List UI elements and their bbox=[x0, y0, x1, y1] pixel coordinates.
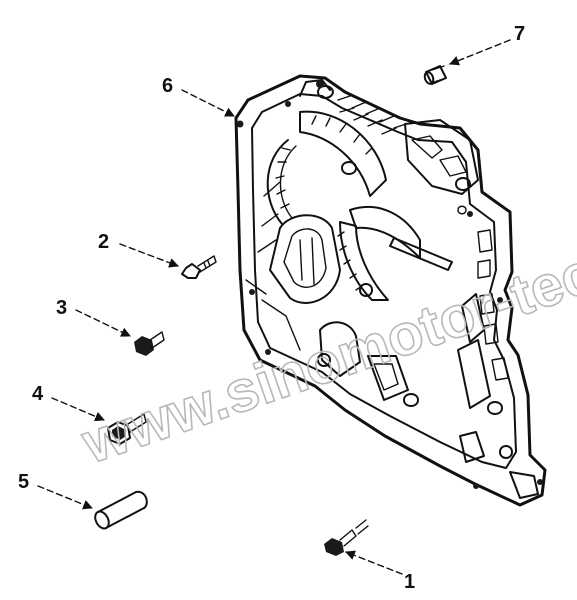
arrow-7 bbox=[449, 39, 511, 66]
dowel-pin-part-5 bbox=[94, 490, 148, 530]
bolt-part-4 bbox=[107, 413, 147, 445]
callout-6: 6 bbox=[162, 75, 173, 97]
arrow-4 bbox=[51, 397, 105, 422]
arrow-1 bbox=[345, 550, 403, 575]
arrow-2 bbox=[119, 243, 179, 268]
arrow-6 bbox=[181, 89, 235, 117]
arrow-5 bbox=[37, 485, 93, 510]
callout-1: 1 bbox=[404, 571, 415, 593]
arrow-3 bbox=[75, 309, 131, 337]
bolt-part-2 bbox=[181, 255, 217, 279]
callout-3: 3 bbox=[56, 297, 67, 319]
callout-5: 5 bbox=[18, 471, 29, 493]
bolt-part-1 bbox=[324, 519, 369, 556]
leader-arrows bbox=[37, 39, 511, 575]
gear-housing-part bbox=[234, 74, 547, 507]
bolt-part-3 bbox=[134, 331, 165, 356]
callout-4: 4 bbox=[32, 383, 44, 405]
plug-part-7 bbox=[423, 65, 447, 85]
callout-2: 2 bbox=[98, 231, 109, 253]
callout-7: 7 bbox=[514, 23, 525, 45]
